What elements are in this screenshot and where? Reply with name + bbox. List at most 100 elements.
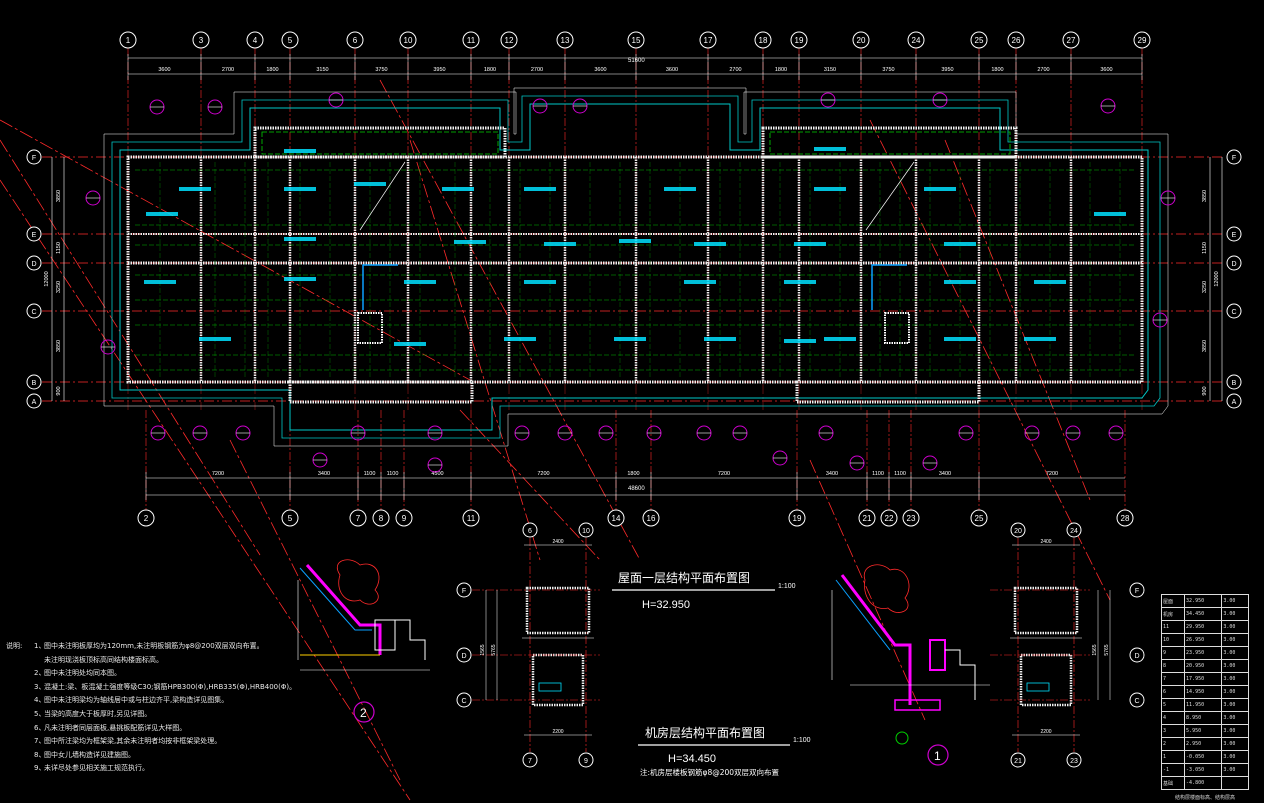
floor-level-cell: 3.00 xyxy=(1221,672,1249,686)
axis-bubble-label: 8 xyxy=(379,514,384,523)
floor-level-cell: 2.950 xyxy=(1184,737,1223,751)
floor-level-cell: 5 xyxy=(1160,698,1186,712)
parapet-outline-outer xyxy=(111,95,1161,439)
elevator-shaft xyxy=(357,312,383,344)
axis-bubble xyxy=(462,31,480,49)
notes-item: 图中未注明梁均为轴线居中或与柱边齐平,梁构造详见图集。 xyxy=(44,696,229,705)
small-plan-wall xyxy=(525,586,591,635)
axis-bubble xyxy=(578,752,594,768)
axis-bubble xyxy=(26,149,42,165)
detail-drawings xyxy=(297,559,990,711)
axis-bubble xyxy=(456,692,472,708)
small-plan-dimension-text: 2200 xyxy=(552,729,563,735)
axis-bubble xyxy=(699,31,717,49)
notes-label: 说明: xyxy=(6,642,23,650)
notes-item: 未注明现浇板顶标高同结构楼面标高。 xyxy=(44,655,163,664)
slab-annotation xyxy=(199,337,231,341)
floor-level-cell: 10 xyxy=(1160,633,1186,647)
axis-bubble-label: 6 xyxy=(353,36,358,45)
axis-bubble-label: 11 xyxy=(467,514,476,523)
slab-annotation xyxy=(814,187,846,191)
beam-outline xyxy=(261,131,499,155)
detail-2-cloud xyxy=(337,559,380,605)
floor-level-cell: 3.00 xyxy=(1221,698,1249,712)
axis-bubble-label: 16 xyxy=(647,514,656,523)
axis-bubble xyxy=(26,226,42,242)
axis-bubble-label: 26 xyxy=(1012,36,1021,45)
floor-level-cell: -4.800 xyxy=(1184,776,1223,790)
floor-level-cell: 3.00 xyxy=(1221,607,1249,621)
axis-bubble-label: 9 xyxy=(402,514,407,523)
axis-bubble xyxy=(26,255,42,271)
dimension-text-right: 12000 xyxy=(1214,271,1220,286)
axis-bubble xyxy=(456,647,472,663)
axis-bubble xyxy=(1129,582,1145,598)
floor-level-cell: 11 xyxy=(1160,620,1186,634)
dimension-text-top: 2700 xyxy=(222,67,234,73)
rebar-mark xyxy=(871,264,907,310)
notes-index: 9、 xyxy=(34,764,46,773)
floor-level-cell: 3.00 xyxy=(1221,594,1249,608)
dimension-text-top: 1800 xyxy=(484,67,496,73)
floor-level-cell: 3.00 xyxy=(1221,750,1249,764)
axis-bubble-label: 29 xyxy=(1138,36,1147,45)
notes-row-3: 3、混凝土:梁、板混凝土强度等级C30;钢筋HPB300(Φ),HRB335(Φ… xyxy=(6,681,306,695)
notes-row-7: 7、图中所注梁均为框架梁,其余未注明者均按非框架梁处理。 xyxy=(6,735,306,749)
dimension-text-bottom: 7200 xyxy=(212,471,224,477)
floor-level-cell: 17.950 xyxy=(1184,672,1223,686)
notes-index: 6、 xyxy=(34,723,46,732)
axis-bubble-label: 11 xyxy=(467,36,476,45)
axis-bubble-label: 17 xyxy=(704,36,713,45)
dimension-text-top: 3600 xyxy=(666,67,678,73)
dimension-text-top: 2700 xyxy=(1037,67,1049,73)
slab-annotation xyxy=(284,187,316,191)
small-plan-dimension-text: 1565 xyxy=(480,644,486,655)
axis-bubble xyxy=(880,509,898,527)
axis-bubble-label: B xyxy=(32,380,37,387)
dimension-text-top: 1800 xyxy=(775,67,787,73)
slab-annotation xyxy=(144,280,176,284)
slab-annotation xyxy=(944,337,976,341)
notes-item: 图中未注明板厚均为120mm,未注明板钢筋为φ8@200双层双向布置。 xyxy=(44,642,264,650)
exterior-wall-bump xyxy=(253,126,507,159)
axis-bubble-label: D xyxy=(461,653,466,660)
dimension-text-right: 900 xyxy=(1202,386,1208,395)
floor-level-cell: 26.950 xyxy=(1184,633,1223,647)
axis-bubble xyxy=(1226,303,1242,319)
small-plan-dimension-text: 5765 xyxy=(491,644,497,655)
axis-bubble xyxy=(1133,31,1151,49)
notes-index: 7、 xyxy=(34,737,46,746)
axis-bubble-label: A xyxy=(1232,399,1237,406)
notes-item: 未详尽处参见相关施工规范执行。 xyxy=(44,764,149,773)
notes-index: 1、 xyxy=(34,642,46,650)
axis-bubble xyxy=(26,374,42,390)
dimension-text-top: 1800 xyxy=(991,67,1003,73)
dimension-text-bottom: 7200 xyxy=(718,471,730,477)
axis-bubble xyxy=(1062,31,1080,49)
slab-annotation xyxy=(814,147,846,151)
axis-bubble xyxy=(754,31,772,49)
notes-item: 图中未注明处均同本图。 xyxy=(44,669,121,678)
axis-bubble-label: E xyxy=(32,232,37,239)
dimension-text-left: 900 xyxy=(56,386,62,395)
notes-row-1: 说明: 1、 图中未注明板厚均为120mm,未注明板钢筋为φ8@200双层双向布… xyxy=(6,640,306,654)
small-plan-dimension-text: 2400 xyxy=(552,539,563,545)
slab-annotation xyxy=(1024,337,1056,341)
axis-bubble xyxy=(1226,149,1242,165)
floor-level-cell: 14.950 xyxy=(1184,685,1223,699)
axis-bubble xyxy=(1129,647,1145,663)
slab-annotation xyxy=(1094,212,1126,216)
floor-level-cell: 基础 xyxy=(1160,776,1186,790)
floor-level-cell: 5.950 xyxy=(1184,724,1223,738)
axis-bubble-label: F xyxy=(1232,155,1236,162)
plan-title-roof: 屋面一层结构平面布置图 xyxy=(618,570,750,585)
